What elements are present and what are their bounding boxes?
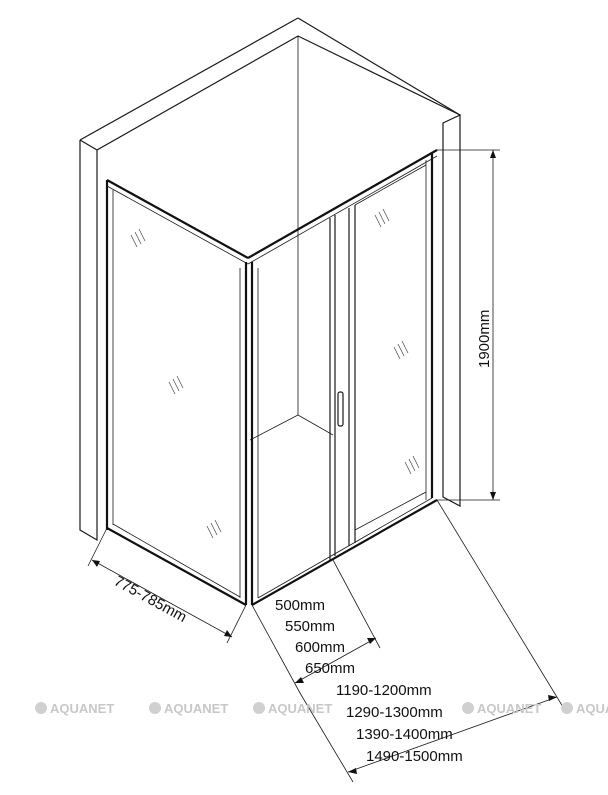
front-width-dimension: 1190-1200mm 1290-1300mm 1390-1400mm 1490…: [299, 499, 564, 783]
fixed-panel-dimension: 500mm 550mm 600mm 650mm: [251, 559, 381, 694]
height-label: 1900mm: [476, 310, 493, 368]
fixed-width-4: 650mm: [305, 660, 355, 677]
side-width-label: 775-785mm: [111, 573, 189, 626]
side-panel: [105, 180, 248, 606]
watermark-logo-icon: [561, 702, 573, 714]
front-width-2: 1290-1300mm: [346, 704, 443, 721]
watermark-text: AQUANET: [50, 701, 114, 716]
side-width-dimension: 775-785mm: [87, 527, 247, 644]
watermark-logo-icon: [35, 702, 47, 714]
fixed-width-3: 600mm: [295, 639, 345, 656]
front-width-1: 1190-1200mm: [336, 682, 432, 699]
front-panels: [250, 152, 438, 606]
fixed-width-1: 500mm: [275, 597, 325, 614]
watermark-logo-icon: [462, 702, 474, 714]
watermark-text: AQUANET: [477, 701, 541, 716]
watermark-text: AQUANET: [164, 701, 228, 716]
watermark-logo-icon: [253, 702, 265, 714]
front-width-4: 1490-1500mm: [366, 748, 463, 765]
height-dimension: 1900mm: [437, 149, 500, 501]
top-rails: [106, 149, 438, 265]
watermark-row: AQUANET AQUANET AQUANET AQUANET AQUANET: [35, 701, 608, 716]
watermark-logo-icon: [149, 702, 161, 714]
watermark-text: AQUANET: [576, 701, 608, 716]
fixed-width-2: 550mm: [285, 618, 335, 635]
glass-reflections: [130, 208, 420, 539]
front-width-3: 1390-1400mm: [356, 726, 453, 743]
room-walls: [79, 17, 462, 542]
watermark-text: AQUANET: [268, 701, 332, 716]
door-handle: [337, 391, 344, 427]
